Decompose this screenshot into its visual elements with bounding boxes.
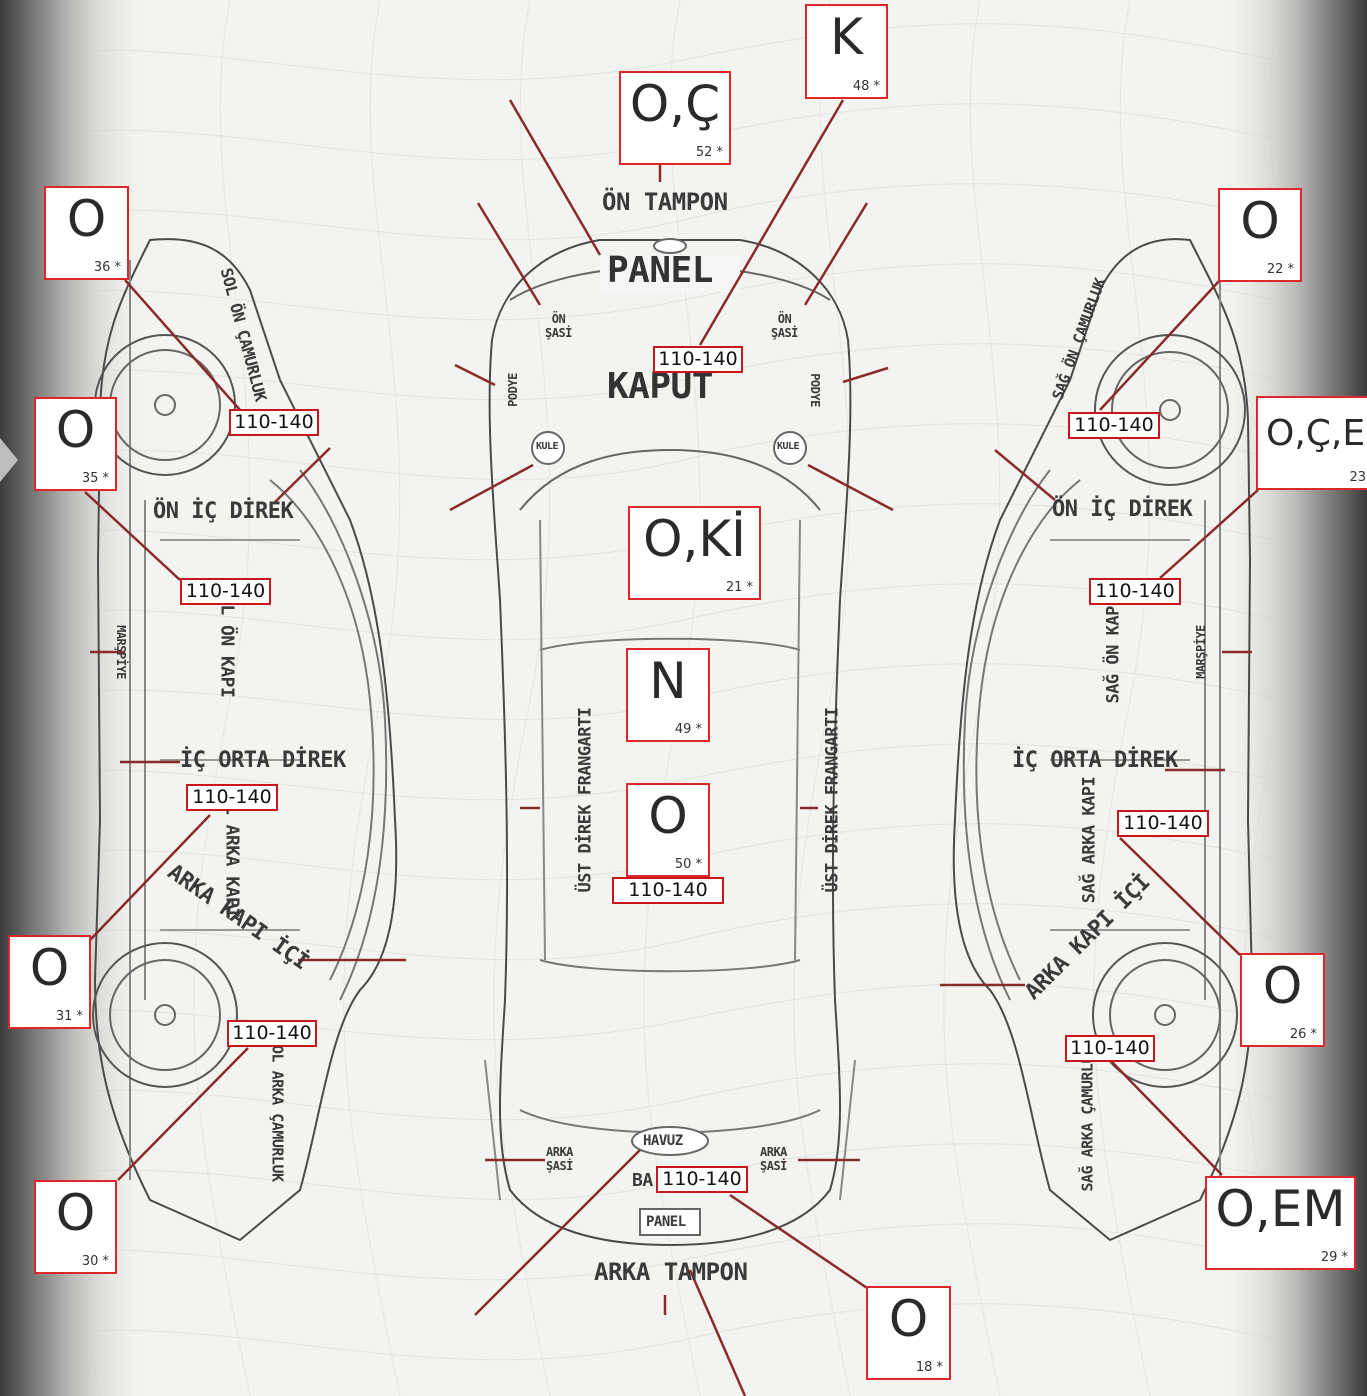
code-box-sag-arka-kapi[interactable]: O 26 *: [1240, 953, 1325, 1047]
range-sag-arka-kapi: 110-140: [1117, 810, 1209, 837]
right-marspiye-label: MARŞPİYE: [1194, 625, 1208, 679]
code-box-tavan-orta[interactable]: N 49 *: [626, 648, 710, 742]
left-on-ic-direk-label: ÖN İÇ DİREK: [153, 499, 293, 524]
panel-label: PANEL: [607, 250, 713, 291]
range-sag-on-camurluk: 110-140: [1068, 412, 1160, 439]
on-sasi-right-label: ÖN ŞASİ: [771, 312, 798, 340]
range-sol-on-camurluk: 110-140: [229, 409, 319, 436]
podye-right-label: PODYE: [808, 373, 822, 407]
ust-direk-right-label: ÜST DİREK FRANGARTI: [823, 708, 843, 893]
code-box-on-tampon[interactable]: O,Ç 52 *: [619, 71, 731, 165]
code-box-sol-arka-camurluk[interactable]: O 30 *: [34, 1180, 117, 1274]
code-box-sol-on-kapi[interactable]: O 35 *: [34, 397, 117, 491]
code-box-sol-arka-kapi[interactable]: O 31 *: [8, 935, 91, 1029]
left-ic-orta-direk-label: İÇ ORTA DİREK: [180, 748, 346, 773]
range-sol-arka-camurluk: 110-140: [227, 1020, 317, 1047]
arka-sasi-left-label: ARKA ŞASİ: [546, 1145, 573, 1173]
on-sasi-left-label: ÖN ŞASİ: [545, 312, 572, 340]
havuz-label: HAVUZ: [643, 1133, 683, 1149]
right-ic-orta-direk-label: İÇ ORTA DİREK: [1012, 748, 1178, 773]
range-arka: 110-140: [656, 1166, 748, 1193]
range-sol-on-kapi: 110-140: [180, 578, 271, 605]
code-box-sag-on-camurluk[interactable]: O 22 *: [1218, 188, 1302, 282]
code-box-tavan-arka[interactable]: O 50 *: [626, 783, 710, 877]
left-car-outline: [93, 239, 396, 1240]
code-box-arka-tampon[interactable]: O 18 *: [866, 1286, 951, 1380]
code-box-kaput[interactable]: K 48 *: [805, 4, 888, 99]
right-on-ic-direk-label: ÖN İÇ DİREK: [1052, 497, 1192, 522]
bagaj-label: BA: [632, 1170, 653, 1191]
sol-arka-camurluk-label: SOL ARKA ÇAMURLUK: [269, 1036, 287, 1181]
right-car-outline: [954, 239, 1252, 1240]
on-tampon-label: ÖN TAMPON: [602, 188, 728, 216]
podye-left-label: PODYE: [506, 373, 520, 407]
range-sag-on-kapi: 110-140: [1089, 578, 1181, 605]
code-box-sag-on-kapi[interactable]: O,Ç,EM 23: [1256, 396, 1367, 490]
range-kaput: 110-140: [653, 346, 743, 373]
range-sag-arka-camurluk: 110-140: [1065, 1035, 1155, 1062]
kule-left-label: KULE: [536, 441, 558, 452]
left-marspiye-label: MARŞPİYE: [114, 625, 128, 679]
arka-sasi-right-label: ARKA ŞASİ: [760, 1145, 787, 1173]
panel-rear-label: PANEL: [646, 1214, 686, 1230]
sag-on-kapi-label: SAĞ ÖN KAPI: [1104, 596, 1124, 703]
range-tavan: 110-140: [612, 877, 724, 904]
range-sol-arka-kapi: 110-140: [186, 784, 278, 811]
code-box-sol-on-camurluk[interactable]: O 36 *: [44, 186, 129, 280]
code-box-sag-arka-camurluk[interactable]: O,EM 29 *: [1205, 1176, 1356, 1270]
sag-arka-kapi-label: SAĞ ARKA KAPI: [1079, 777, 1099, 904]
ust-direk-left-label: ÜST DİREK FRANGARTI: [576, 708, 596, 893]
sag-arka-camurluk-label: SAĞ ARKA ÇAMURLUK: [1079, 1046, 1097, 1191]
kule-right-label: KULE: [777, 441, 799, 452]
code-box-tavan-on[interactable]: O,Kİ 21 *: [628, 506, 761, 600]
arka-tampon-label: ARKA TAMPON: [594, 1258, 747, 1286]
